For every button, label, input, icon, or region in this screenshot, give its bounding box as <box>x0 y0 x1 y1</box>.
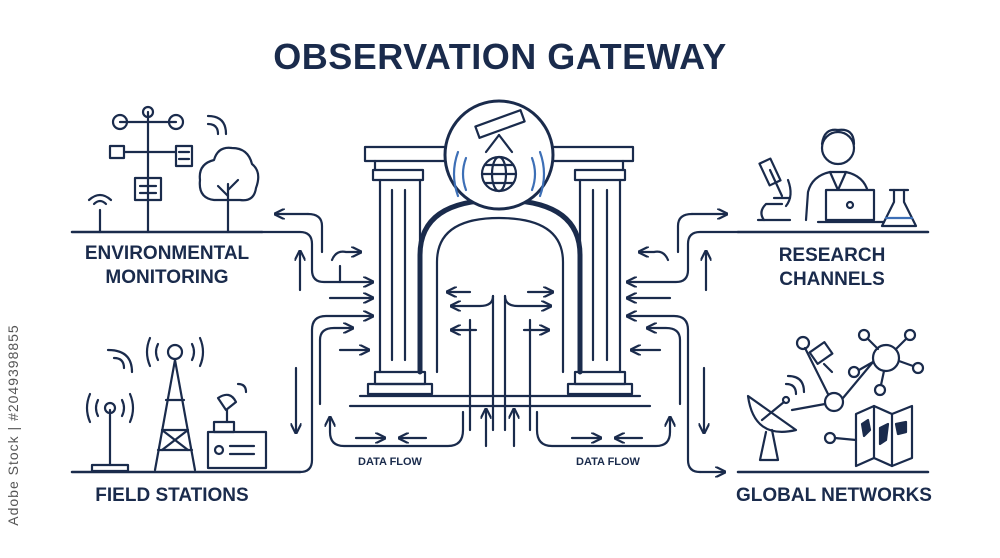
stock-id-text: Adobe Stock | #2049398855 <box>5 324 21 526</box>
data-flow-label-right: DATA FLOW <box>576 456 640 468</box>
weather-station-icon <box>87 105 228 234</box>
left-flow-lines <box>260 214 372 474</box>
satellite-icon <box>795 335 834 374</box>
label-environmental-line2: MONITORING <box>105 267 229 288</box>
field-equipment-icon <box>206 382 268 470</box>
satellite-dish-icon <box>746 374 806 462</box>
flask-icon <box>880 188 918 228</box>
radio-tower-icon <box>145 336 205 472</box>
label-global-networks: GLOBAL NETWORKS <box>736 485 932 506</box>
diagram-title: OBSERVATION GATEWAY <box>273 36 727 77</box>
label-research-channels: RESEARCH CHANNELS <box>742 244 922 292</box>
gateway-arch-icon <box>348 145 652 408</box>
label-field-stations: FIELD STATIONS <box>95 485 249 506</box>
stock-id-watermark: Adobe Stock | #2049398855 <box>2 300 24 550</box>
antenna-mast-icon <box>85 348 135 473</box>
network-nodes-icon <box>790 328 925 413</box>
label-environmental-line1: ENVIRONMENTAL <box>84 243 250 264</box>
world-map-icon <box>823 404 914 468</box>
label-research-line2: CHANNELS <box>779 269 885 290</box>
telescope-globe-icon <box>443 99 555 211</box>
label-environmental-monitoring: ENVIRONMENTAL MONITORING <box>62 242 272 290</box>
microscope-icon <box>756 157 792 222</box>
right-flow-lines <box>628 214 740 472</box>
laptop-icon <box>816 188 886 224</box>
data-flow-label-left: DATA FLOW <box>358 456 422 468</box>
center-flow-lines <box>330 292 670 448</box>
tree-icon <box>198 146 260 234</box>
label-research-line1: RESEARCH <box>778 245 886 266</box>
